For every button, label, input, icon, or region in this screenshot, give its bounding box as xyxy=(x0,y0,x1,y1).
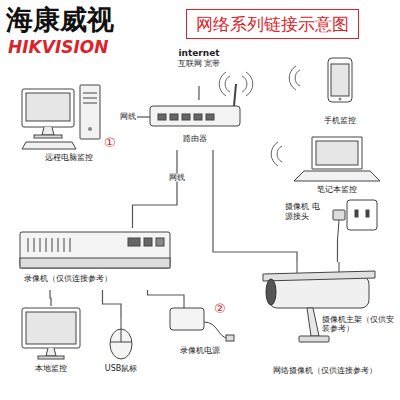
cable-label: 网线 xyxy=(119,113,137,122)
callout-number: ② xyxy=(214,302,226,317)
node-label: internet xyxy=(168,48,230,59)
internet-label: internet互联网 宽带 xyxy=(168,46,230,86)
node-label: 本地监控 xyxy=(14,364,88,374)
node-label: 远程电脑监控 xyxy=(18,153,120,163)
node-label: 网络摄像机（仅供连接参考） xyxy=(255,366,395,376)
node-label: 录像机（仅供连接参考） xyxy=(24,274,166,284)
diagram-title: 网络系列链接示意图 xyxy=(196,14,349,34)
cable-label: 网线 xyxy=(168,173,186,182)
node-label: 笔记本监控 xyxy=(288,185,386,195)
brand-name: 海康威视 xyxy=(6,4,114,35)
node-label: 录像机电源 xyxy=(160,346,240,356)
network-camera: 网络摄像机（仅供连接参考） xyxy=(255,262,395,380)
network-cable xyxy=(337,240,338,262)
nvr-recorder: 录像机（仅供连接参考） xyxy=(20,228,170,290)
bracket-label: 摄像机主架（仅供安装参考） xyxy=(322,316,394,333)
network-cable xyxy=(133,150,178,228)
local-monitor: 本地监控 xyxy=(14,306,88,376)
camera-power-plug: 摄像机 电源接头 xyxy=(285,196,390,240)
network-cable xyxy=(198,86,199,100)
network-cable xyxy=(103,290,122,318)
title-box: 网络系列链接示意图 xyxy=(186,9,359,39)
usb-mouse: USB鼠标 xyxy=(92,318,150,376)
node-label: USB鼠标 xyxy=(92,364,150,374)
network-cable xyxy=(148,290,185,300)
network-cable xyxy=(50,290,51,306)
camera-icon xyxy=(255,262,395,380)
router: 路由器 xyxy=(150,100,240,150)
node-label: 摄像机 电源接头 xyxy=(285,202,327,221)
node-label: 手机监控 xyxy=(308,116,372,126)
laptop: 笔记本监控 xyxy=(288,135,386,197)
brand-logo: HIKVISION xyxy=(8,38,108,58)
phone: 手机监控 xyxy=(308,56,372,130)
node-label: 路由器 xyxy=(150,134,240,144)
callout-number: ① xyxy=(104,136,116,151)
remote-pc: 远程电脑监控 xyxy=(18,85,120,165)
network-cable xyxy=(213,150,297,262)
power-adapter: 录像机电源 xyxy=(160,300,240,358)
node-label: 互联网 宽带 xyxy=(168,59,230,69)
